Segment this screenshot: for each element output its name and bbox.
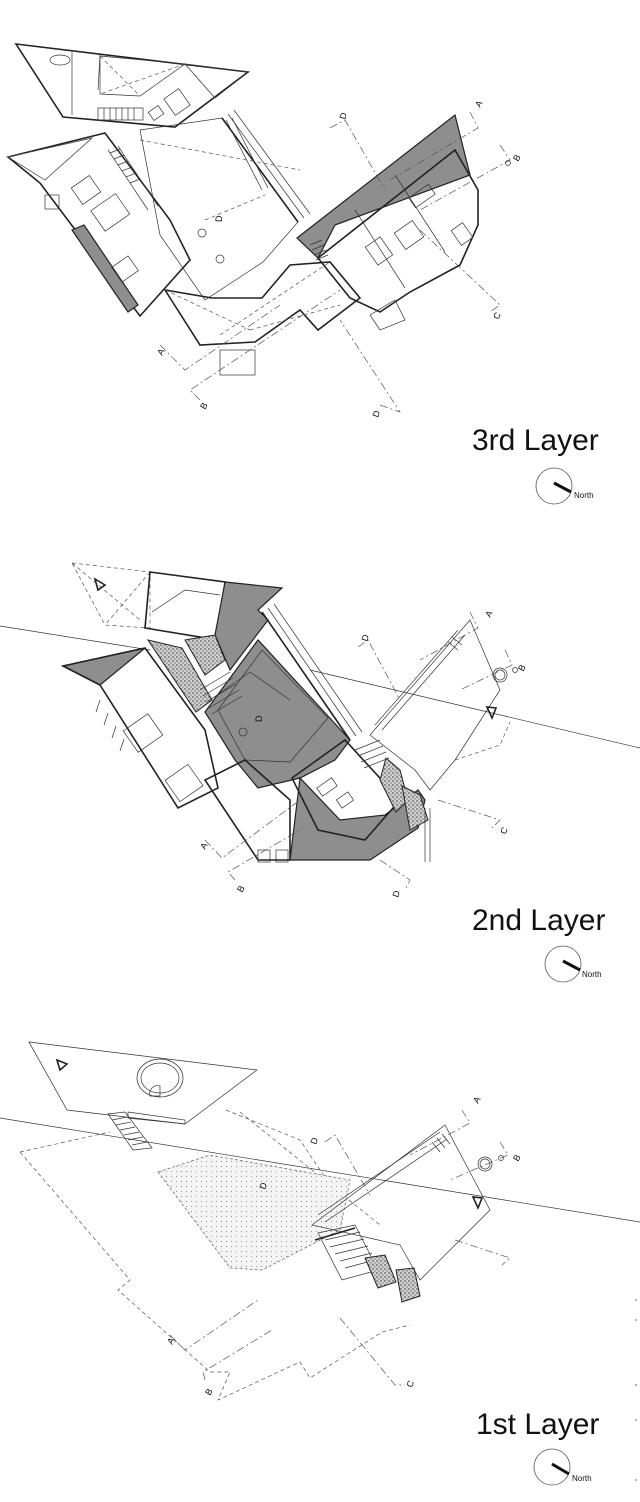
layer-title-1st: 1st Layer — [476, 1408, 600, 1441]
section-label-d-mid-1: D — [257, 1181, 269, 1191]
right-wing-poche — [296, 113, 471, 259]
section-label-d-atrium-2: D — [254, 715, 264, 722]
north-label-1st: North — [572, 1474, 592, 1483]
plan-2nd-layer: D D A B C A B D — [0, 562, 640, 983]
section-label-b-bottom-2: B — [235, 884, 247, 894]
section-label-a-top-2: A — [483, 609, 495, 619]
plan-1st-layer: D A B C A B D — [0, 1041, 640, 1486]
lower-bay-outline — [163, 261, 362, 346]
triangle-marker-icon — [93, 577, 107, 592]
layer-title-2nd: 2nd Layer — [472, 904, 606, 937]
left-wing-outline — [6, 132, 191, 318]
ground-dotted-area — [157, 1154, 351, 1271]
section-label-d-top: D — [337, 111, 349, 121]
living-room — [290, 738, 402, 841]
north-label-2nd: North — [582, 970, 602, 979]
section-label-d-atrium: D — [214, 215, 224, 222]
section-label-c-bottom-1: C — [404, 1379, 416, 1389]
north-arrow-icon — [535, 467, 573, 505]
section-label-b-top-2: B — [516, 663, 528, 673]
section-label-a-bottom-1: A — [165, 1336, 177, 1346]
section-label-d-bottom-2: D — [390, 889, 402, 899]
north-label-3rd: North — [574, 491, 594, 500]
layer-title-3rd: 3rd Layer — [472, 424, 599, 457]
plan-3rd-layer: D D A B C A B D — [6, 43, 573, 505]
north-arrow-icon — [533, 1448, 571, 1486]
section-label-d-top-2: D — [359, 633, 371, 643]
site-boundary-line — [0, 625, 151, 651]
section-label-a-bottom: A — [155, 347, 167, 357]
pool-deck — [28, 1041, 258, 1125]
section-label-b-top-1: B — [511, 1153, 523, 1163]
section-label-a-top-1: A — [471, 1095, 483, 1105]
section-label-a-bottom-2: A — [198, 841, 210, 851]
triangle-marker-icon — [55, 1058, 69, 1072]
section-label-b-top: B — [511, 153, 523, 163]
section-label-b-bottom-1: B — [203, 1387, 215, 1397]
atrium-void — [139, 117, 299, 301]
section-label-c-bottom: C — [491, 310, 503, 321]
atrium-void-2 — [217, 649, 329, 763]
right-wing-outline — [316, 148, 479, 313]
section-label-a-top: A — [473, 99, 485, 109]
upper-wing-outline — [14, 43, 251, 128]
section-label-c-bottom-2: C — [498, 825, 510, 836]
north-arrow-icon — [544, 945, 582, 983]
section-label-b-bottom: B — [198, 401, 210, 411]
section-label-d-top-1: D — [308, 1136, 320, 1146]
section-label-d-bottom: D — [370, 409, 382, 419]
